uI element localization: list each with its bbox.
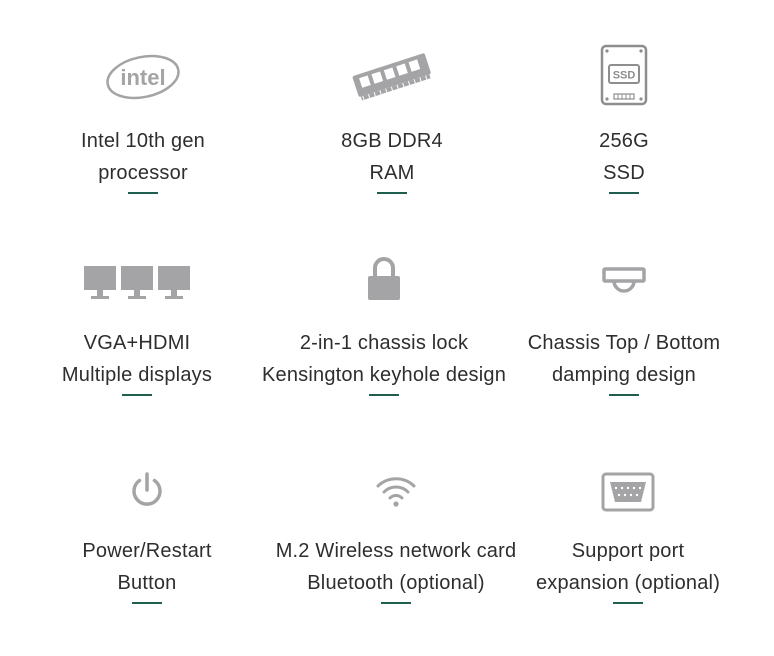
triple-monitor-icon xyxy=(7,265,267,301)
feature-label: 8GB DDR4 RAM xyxy=(341,130,443,184)
accent-underline xyxy=(381,602,411,604)
ram-module-icon xyxy=(262,48,522,104)
ssd-drive-icon: SSD xyxy=(494,44,754,106)
accent-underline xyxy=(122,394,152,396)
accent-underline xyxy=(128,192,158,194)
power-icon xyxy=(17,470,277,510)
feature-label: Support port expansion (optional) xyxy=(535,540,721,594)
svg-text:intel: intel xyxy=(120,65,165,90)
feature-label: 2-in-1 chassis lock Kensington keyhole d… xyxy=(261,332,507,386)
accent-underline xyxy=(369,394,399,396)
serial-port-icon xyxy=(498,472,758,512)
feature-label: Chassis Top / Bottom damping design xyxy=(527,332,721,386)
feature-label: VGA+HDMI Multiple displays xyxy=(61,332,213,386)
intel-logo-icon: intel xyxy=(13,52,273,102)
damping-mount-icon xyxy=(494,266,754,302)
feature-label: Intel 10th gen processor xyxy=(80,130,205,184)
feature-label: 256G SSD xyxy=(599,130,649,184)
accent-underline xyxy=(609,394,639,396)
accent-underline xyxy=(377,192,407,194)
wifi-icon xyxy=(266,472,526,508)
accent-underline xyxy=(613,602,643,604)
feature-label: Power/Restart Button xyxy=(82,540,212,594)
accent-underline xyxy=(132,602,162,604)
feature-label: M.2 Wireless network card Bluetooth (opt… xyxy=(275,540,517,594)
svg-text:SSD: SSD xyxy=(613,70,636,82)
padlock-icon xyxy=(254,256,514,302)
accent-underline xyxy=(609,192,639,194)
